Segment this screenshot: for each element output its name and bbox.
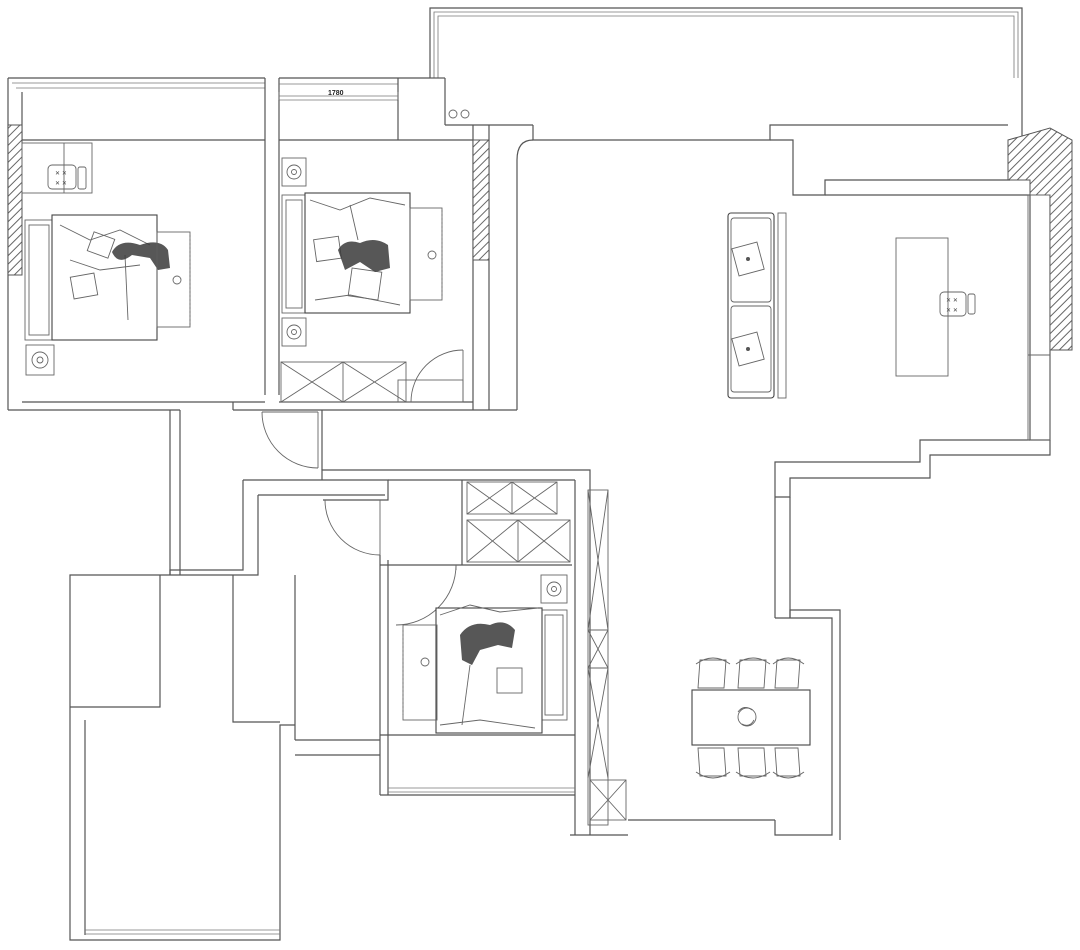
bed-icon bbox=[435, 604, 543, 734]
chair-icon bbox=[772, 747, 805, 779]
hatched-wall-icon bbox=[472, 139, 490, 261]
chair-icon bbox=[772, 657, 805, 689]
bedroom-1: ✕ ✕ ✕ ✕ bbox=[21, 142, 191, 376]
wardrobe-icon bbox=[466, 481, 558, 515]
dimension-label: 1780 bbox=[328, 90, 344, 97]
chair-icon bbox=[735, 747, 771, 779]
dining-table-icon bbox=[691, 689, 811, 746]
floor-drain-icon bbox=[448, 109, 458, 119]
door-swing-icon bbox=[261, 411, 319, 469]
hatched-walls bbox=[7, 124, 1073, 351]
chair-icon bbox=[695, 747, 731, 779]
dimension-annotation: 1780 bbox=[278, 90, 399, 100]
living-room: ✕ ✕ ✕ ✕ bbox=[727, 194, 1051, 441]
sofa-icon bbox=[727, 212, 775, 399]
door-swing-icon bbox=[410, 349, 464, 403]
hatched-wall-icon bbox=[7, 124, 23, 276]
desk-icon bbox=[895, 237, 949, 377]
balcony bbox=[429, 7, 1023, 140]
bedside-lamp-icon bbox=[25, 344, 55, 376]
door-swing-icon bbox=[395, 564, 457, 626]
svg-text:✕ ✕: ✕ ✕ bbox=[946, 297, 958, 304]
wardrobe-icon bbox=[280, 361, 407, 403]
svg-text:✕ ✕: ✕ ✕ bbox=[946, 307, 958, 314]
chair-icon: ✕ ✕ ✕ ✕ bbox=[939, 291, 976, 317]
exterior-walls bbox=[7, 77, 1051, 941]
door-swing-icon bbox=[324, 499, 381, 556]
tall-cabinet bbox=[587, 489, 627, 826]
svg-text:✕ ✕: ✕ ✕ bbox=[55, 180, 67, 187]
bedside-lamp-icon bbox=[281, 317, 307, 347]
svg-text:✕ ✕: ✕ ✕ bbox=[55, 170, 67, 177]
dining-area bbox=[691, 657, 811, 779]
bed-icon bbox=[51, 214, 170, 341]
bedroom-2 bbox=[280, 157, 464, 403]
chair-icon bbox=[695, 657, 731, 689]
bedside-lamp-icon bbox=[540, 574, 568, 604]
bedside-lamp-icon bbox=[281, 157, 307, 187]
chair-icon: ✕ ✕ ✕ ✕ bbox=[47, 164, 87, 190]
chair-icon bbox=[735, 657, 771, 689]
floor-drain-icon bbox=[460, 109, 470, 119]
bed-icon bbox=[304, 192, 411, 314]
wardrobe-icon bbox=[466, 519, 571, 563]
bedroom-3 bbox=[402, 481, 571, 734]
hatched-wall-icon bbox=[1007, 127, 1073, 351]
corridor-doors bbox=[261, 411, 457, 626]
